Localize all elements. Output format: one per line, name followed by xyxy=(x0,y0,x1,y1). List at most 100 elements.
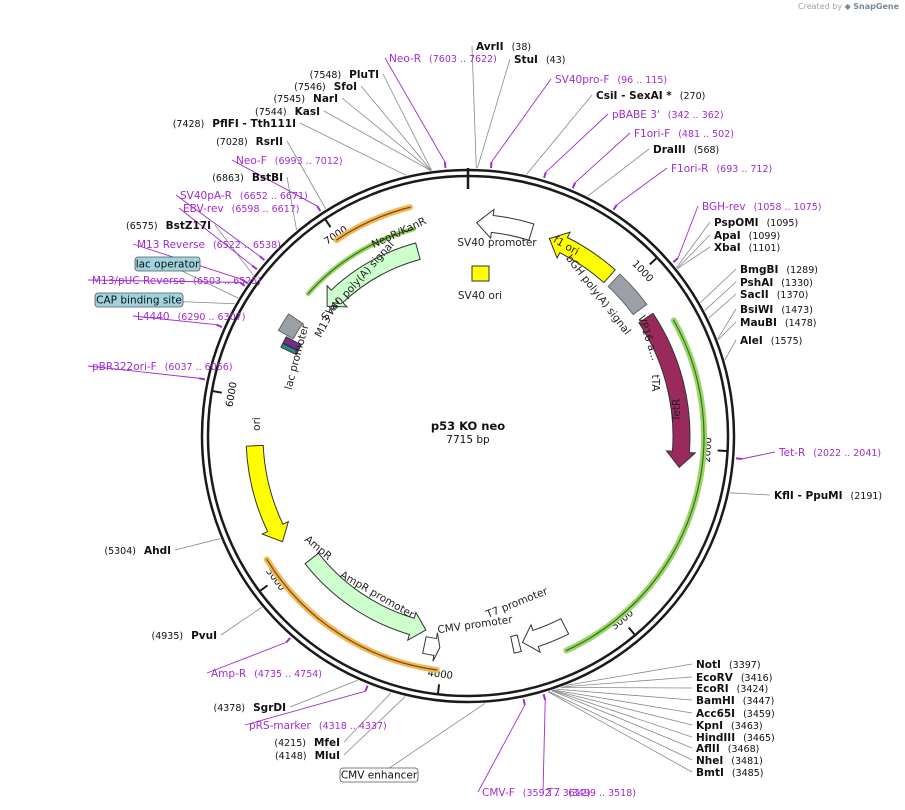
tetr-arrow[interactable] xyxy=(638,312,697,469)
primer-leader-line xyxy=(677,205,699,259)
primer-sv40pa-r[interactable]: SV40pA-R(6652 .. 6671) xyxy=(180,190,308,202)
primer-leader-line xyxy=(87,365,200,379)
primer-neo-r[interactable]: Neo-R(7603 .. 7622) xyxy=(389,53,497,65)
cmv-promoter-label: CMV promoter xyxy=(437,614,514,637)
enzyme-site-kfli-ppumi[interactable]: KflI - PpuMI(2191) xyxy=(774,490,882,502)
primer-cmv-f[interactable]: CMV-F(3592 .. 3612) xyxy=(482,787,591,799)
enzyme-site-acc65i[interactable]: Acc65I(3459) xyxy=(696,708,775,720)
ampr-promoter-arrow[interactable] xyxy=(422,632,441,662)
enzyme-site-nhei[interactable]: NheI(3481) xyxy=(696,755,763,767)
lac-promoter-box[interactable] xyxy=(280,342,299,356)
enzyme-site-alei[interactable]: AleI(1575) xyxy=(740,335,802,347)
sv40-ori-box[interactable] xyxy=(471,265,490,282)
enzyme-leader-line xyxy=(562,676,693,688)
tick-mark xyxy=(649,256,659,266)
enzyme-leader-line xyxy=(566,663,693,686)
enzyme-site-sgrdi[interactable]: (4378)SgrDI xyxy=(214,702,286,714)
primer-f1ori-f[interactable]: F1ori-F(481 .. 502) xyxy=(634,128,734,140)
boxed-label-lac-operator[interactable] xyxy=(134,256,201,272)
enzyme-site-bstz17i[interactable]: (6575)BstZ17I xyxy=(126,220,211,232)
enzyme-site-bsiwi[interactable]: BsiWI(1473) xyxy=(740,304,813,316)
enzyme-site-bmgbi[interactable]: BmgBI(1289) xyxy=(740,264,818,276)
ampr-arrow[interactable] xyxy=(304,552,427,642)
enzyme-site-apai[interactable]: ApaI(1099) xyxy=(714,230,780,242)
tick-mark xyxy=(436,684,441,696)
enzyme-site-avrii[interactable]: AvrII(38) xyxy=(476,41,531,53)
boxed-label-text: CMV enhancer xyxy=(341,770,418,782)
primer-prs-marker[interactable]: pRS-marker(4318 .. 4337) xyxy=(249,720,387,732)
primer-mark xyxy=(571,182,576,189)
enzyme-leader-line xyxy=(717,308,737,340)
cmv-promoter-arrow[interactable] xyxy=(521,618,570,654)
enzyme-site-kpni[interactable]: KpnI(3463) xyxy=(696,720,763,732)
enzyme-site-draiii[interactable]: DraIII(568) xyxy=(653,144,719,156)
boxed-label-cap-binding-site[interactable] xyxy=(94,292,184,308)
primer-bgh-rev[interactable]: BGH-rev(1058 .. 1075) xyxy=(702,201,821,213)
primer-m13-puc-reverse[interactable]: M13/pUC Reverse(6503 .. 6525) xyxy=(92,275,261,287)
enzyme-site-stui[interactable]: StuI(43) xyxy=(514,54,565,66)
enzyme-leader-line xyxy=(724,339,737,361)
primer-neo-f[interactable]: Neo-F(6993 .. 7012) xyxy=(236,155,343,167)
f1-ori-arrow[interactable] xyxy=(548,231,616,284)
sv40-promoter-arrow[interactable] xyxy=(475,208,535,241)
ori-arrow[interactable] xyxy=(245,444,290,543)
enzyme-site-kasi[interactable]: (7544)KasI xyxy=(255,106,320,118)
enzyme-site-pflfi-tth111i[interactable]: (7428)PflFI - Tth111I xyxy=(173,118,296,130)
enzyme-leader-line xyxy=(526,94,593,175)
enzyme-site-nari[interactable]: (7545)NarI xyxy=(273,93,338,105)
enzyme-site-pspomi[interactable]: PspOMI(1095) xyxy=(714,217,798,229)
enzyme-site-sfoi[interactable]: (7546)SfoI xyxy=(294,81,357,93)
primer-f1ori-r[interactable]: F1ori-R(693 .. 712) xyxy=(671,163,772,175)
sv40-polya-box[interactable] xyxy=(277,313,304,340)
enzyme-site-pvui[interactable]: (4935)PvuI xyxy=(151,630,217,642)
enzyme-leader-line xyxy=(477,58,511,169)
enzyme-site-aflii[interactable]: AflII(3468) xyxy=(696,743,759,755)
enzyme-site-mfei[interactable]: (4215)MfeI xyxy=(274,737,340,749)
enzyme-site-bamhi[interactable]: BamHI(3447) xyxy=(696,695,774,707)
primer-leader-line xyxy=(542,699,546,793)
primer-pbr322ori-f[interactable]: pBR322ori-F(6037 .. 6056) xyxy=(92,361,233,373)
tetr-label: TetR xyxy=(671,399,683,423)
enzyme-site-ahdi[interactable]: (5304)AhdI xyxy=(104,545,171,557)
enzyme-leader-line xyxy=(343,692,392,743)
enzyme-site-xbai[interactable]: XbaI(1101) xyxy=(714,242,780,254)
enzyme-site-csii-sexai[interactable]: CsiI - SexAI *(270) xyxy=(596,90,705,102)
enzyme-site-pshai[interactable]: PshAI(1330) xyxy=(740,277,813,289)
enzyme-site-mlui[interactable]: (4148)MluI xyxy=(275,750,340,762)
primer-mark xyxy=(198,377,206,381)
primer-m13-reverse[interactable]: M13 Reverse(6522 .. 6538) xyxy=(137,239,281,251)
enzyme-leader-line xyxy=(677,246,711,270)
enzyme-site-noti[interactable]: NotI(3397) xyxy=(696,659,761,671)
primer-leader-line xyxy=(384,57,446,163)
enzyme-site-hindiii[interactable]: HindIII(3465) xyxy=(696,732,775,744)
primer-ebv-rev[interactable]: EBV-rev(6598 .. 6617) xyxy=(183,203,300,215)
enzyme-site-maubi[interactable]: MauBI(1478) xyxy=(740,317,817,329)
primer-amp-r[interactable]: Amp-R(4735 .. 4754) xyxy=(211,668,322,680)
enzyme-site-rsrii[interactable]: (7028)RsrII xyxy=(216,136,283,148)
t7-promoter-box[interactable] xyxy=(510,634,522,654)
enzyme-site-ecorv[interactable]: EcoRV(3416) xyxy=(696,672,772,684)
m13-rev-box[interactable] xyxy=(282,336,302,352)
primer-mark xyxy=(612,204,618,211)
enzyme-leader-line xyxy=(299,122,407,176)
primer-tet-r[interactable]: Tet-R(2022 .. 2041) xyxy=(778,447,881,459)
bgh-polya-box[interactable] xyxy=(607,273,648,316)
primer-leader-line xyxy=(178,207,253,266)
neo-cds-highlight-line xyxy=(307,228,415,295)
plasmid-length: 7715 bp xyxy=(446,434,490,446)
enzyme-site-sacii[interactable]: SacII(1370) xyxy=(740,289,808,301)
primer-marks xyxy=(87,57,776,793)
enzyme-site-pluti[interactable]: (7548)PluTI xyxy=(310,69,379,81)
enzyme-site-ecori[interactable]: EcoRI(3424) xyxy=(696,683,768,695)
neor-kanr-arrow[interactable] xyxy=(326,242,421,308)
enzyme-leader-line xyxy=(289,679,358,708)
primer-t7[interactable]: T7(3499 .. 3518) xyxy=(546,787,636,799)
enzyme-site-bmti[interactable]: BmtI(3485) xyxy=(696,767,763,779)
enzyme-site-bstbi[interactable]: (6863)BstBI xyxy=(212,172,283,184)
primer-sv40pro-f[interactable]: SV40pro-F(96 .. 115) xyxy=(555,74,667,86)
primer-leader-line xyxy=(231,159,318,207)
primer-mark xyxy=(316,205,322,212)
boxed-label-cmv-enhancer[interactable] xyxy=(339,767,419,783)
primer-l4440[interactable]: L4440(6290 .. 6307) xyxy=(137,311,245,323)
primer-pbabe-3[interactable]: pBABE 3'(342 .. 362) xyxy=(612,109,724,121)
